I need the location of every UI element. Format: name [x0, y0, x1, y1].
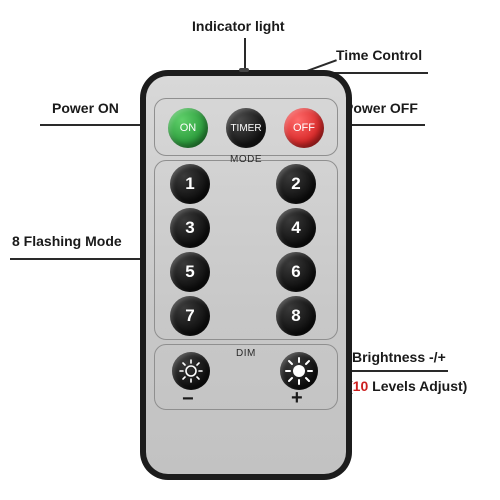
mode-button-4[interactable]: 4: [276, 208, 316, 248]
indicator-leader-line: [244, 38, 246, 72]
timer-button[interactable]: TIMER: [226, 108, 266, 148]
on-button[interactable]: ON: [168, 108, 208, 148]
sun-filled-icon: [285, 357, 313, 385]
mode-button-8-label: 8: [291, 306, 301, 325]
levels-number: 10: [352, 378, 369, 394]
flashing-mode-leader-line: [10, 258, 166, 260]
mode-label: MODE: [230, 154, 262, 165]
mode-button-7-label: 7: [185, 306, 195, 325]
dim-up-button[interactable]: [280, 352, 318, 390]
mode-button-3-label: 3: [185, 218, 195, 237]
mode-button-1[interactable]: 1: [170, 164, 210, 204]
remote-face: ON TIMER OFF MODE 1 2 3 4 5 6 7 8 DIM: [146, 76, 346, 474]
power-off-leader-line: [300, 124, 425, 126]
mode-button-6[interactable]: 6: [276, 252, 316, 292]
sun-outline-icon: [179, 359, 203, 383]
mode-button-6-label: 6: [291, 262, 301, 281]
time-control-callout: Time Control: [336, 47, 423, 63]
mode-button-7[interactable]: 7: [170, 296, 210, 336]
off-button[interactable]: OFF: [284, 108, 324, 148]
indicator-light-callout: Indicator light: [192, 18, 285, 34]
mode-button-5[interactable]: 5: [170, 252, 210, 292]
indicator-light: [239, 68, 249, 72]
brightness-callout: Brightness -/+: [352, 349, 446, 365]
mode-button-3[interactable]: 3: [170, 208, 210, 248]
time-control-leader-line: [330, 72, 428, 74]
mode-button-8[interactable]: 8: [276, 296, 316, 336]
mode-panel: [154, 160, 338, 340]
mode-button-4-label: 4: [291, 218, 301, 237]
mode-button-2[interactable]: 2: [276, 164, 316, 204]
dim-label: DIM: [236, 348, 256, 359]
levels-text: Levels Adjust): [368, 378, 468, 394]
minus-symbol: −: [182, 388, 194, 410]
dim-panel: [154, 344, 338, 410]
power-off-callout: Power OFF: [344, 100, 418, 116]
off-button-label: OFF: [293, 122, 315, 134]
power-on-callout: Power ON: [52, 100, 119, 116]
plus-symbol: +: [291, 387, 303, 409]
power-panel: [154, 98, 338, 156]
mode-button-2-label: 2: [291, 174, 301, 193]
mode-button-1-label: 1: [185, 174, 195, 193]
on-button-label: ON: [179, 122, 197, 134]
power-on-leader-line: [40, 124, 190, 126]
levels-adjust-callout: (10 Levels Adjust): [348, 378, 467, 394]
remote-control-body: ON TIMER OFF MODE 1 2 3 4 5 6 7 8 DIM: [140, 68, 352, 480]
brightness-leader-line: [318, 370, 448, 372]
flashing-mode-callout: 8 Flashing Mode: [12, 233, 122, 249]
mode-button-5-label: 5: [185, 262, 195, 281]
timer-button-label: TIMER: [230, 122, 262, 134]
dim-down-button[interactable]: [172, 352, 210, 390]
